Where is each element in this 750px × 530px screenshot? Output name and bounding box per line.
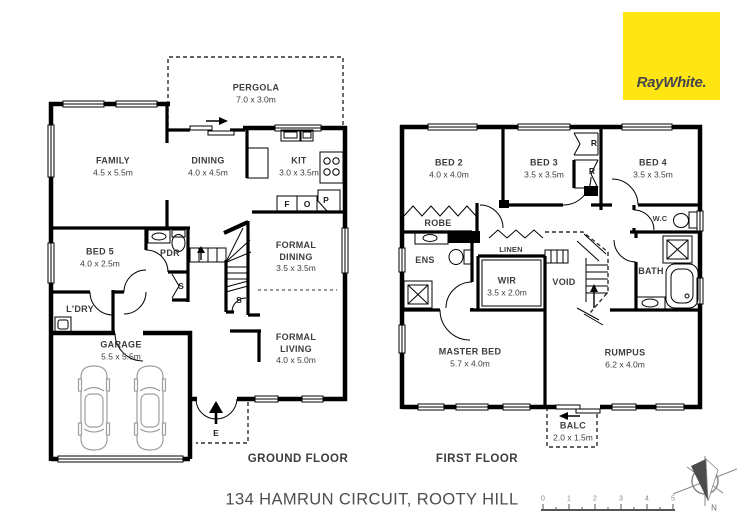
balcony-slider-door [555,404,601,414]
laundry-tub-icon [54,316,72,333]
first-door-arcs [439,176,655,341]
raywhite-logo-text: RayWhite. [636,74,707,91]
room-label-balc: BALC 2.0 x 1.5m [553,420,593,443]
kitchen-fixtures [246,129,344,213]
linen-bifold-doors [488,229,544,239]
marker-fridge: F [284,199,290,209]
ground-stairs [189,227,252,293]
scale-label-4: 4 [645,495,649,503]
scale-label-3: 3 [619,495,623,503]
wc-toilet-icon [673,211,698,229]
address-title: 134 HAMRUN CIRCUIT, ROOTY HILL [225,490,519,509]
room-label-rumpus: RUMPUS 6.2 x 4.0m [604,347,646,370]
scale-label-0: 0 [541,495,545,503]
wir-outline [481,259,542,307]
raywhite-logo: RayWhite. [623,12,720,100]
stair-corner-wall [223,220,249,235]
store-bifold-door [171,273,180,299]
ground-floor-plan [47,56,349,463]
marker-robe-a: R [590,138,598,148]
room-label-bed2: BED 2 4.0 x 4.0m [429,157,469,180]
room-label-ens: ENS [415,255,435,266]
room-label-formal-living: FORMAL LIVING 4.0 x 5.0m [275,331,317,366]
room-label-pergola: PERGOLA 7.0 x 3.0m [232,82,280,105]
marker-store-hall: S [178,281,184,291]
marker-entry: E [213,428,219,438]
pdr-fixtures [147,229,186,252]
first-dashed-outlines [545,231,609,448]
robe-bifold-doors [403,205,477,217]
room-label-wc: W.C [652,214,668,224]
sliding-door [189,125,235,136]
marker-store-stairs: S [236,295,242,305]
room-label-dining: DINING 4.0 x 4.5m [188,155,228,178]
marker-robe-b: R [588,166,596,176]
compass-north-label: N [711,503,717,513]
room-label-garage: GARAGE 5.5 x 5.5m [100,339,142,362]
room-label-master: MASTER BED 5.7 x 4.0m [438,346,502,369]
ground-door-arcs [89,249,247,420]
ground-windows [47,100,349,463]
scale-label-1: 1 [567,495,571,503]
scale-label-5: 5 [671,495,675,503]
robe-closets [573,132,599,189]
first-floor-plan [398,123,704,448]
compass-icon [672,456,738,506]
slider-direction-arrow [206,117,228,125]
room-label-void: VOID [552,277,576,288]
room-label-linen: LINEN [499,245,523,255]
marker-pantry: P [323,195,329,205]
scale-bar [541,504,675,511]
room-label-kit: KIT 3.0 x 3.5m [279,155,319,178]
room-label-bed5: BED 5 4.0 x 2.5m [80,246,120,269]
room-label-family: FAMILY 4.5 x 5.5m [93,155,133,178]
ground-floor-label: GROUND FLOOR [247,453,349,465]
ensuite-fixtures [403,231,473,309]
first-windows [398,123,704,411]
entry-arrow [209,401,223,424]
garage-cars [77,365,167,451]
first-stair-arrow [590,284,598,308]
room-label-formal-dining: FORMAL DINING 3.5 x 3.5m [275,239,317,274]
room-label-bed3: BED 3 3.5 x 3.5m [524,157,564,180]
room-label-bath: BATH [638,266,664,277]
room-label-bed4: BED 4 3.5 x 3.5m [633,157,673,180]
room-label-pdr: PDR [160,248,180,259]
room-label-robe: ROBE [424,218,452,229]
room-label-ldry: L'DRY [66,304,94,315]
ground-interior-walls [51,104,345,362]
ground-stair-arrow [197,246,205,260]
ground-dashed-outlines [167,56,344,444]
room-label-wir: WIR 3.5 x 2.0m [487,275,527,298]
balcony-arrow [559,412,580,420]
scale-label-2: 2 [593,495,597,503]
wall-nibs [448,186,598,243]
bathroom-fixtures [635,235,699,310]
first-stairs [544,233,608,326]
marker-oven: O [303,199,311,209]
first-floor-label: FIRST FLOOR [435,453,519,465]
